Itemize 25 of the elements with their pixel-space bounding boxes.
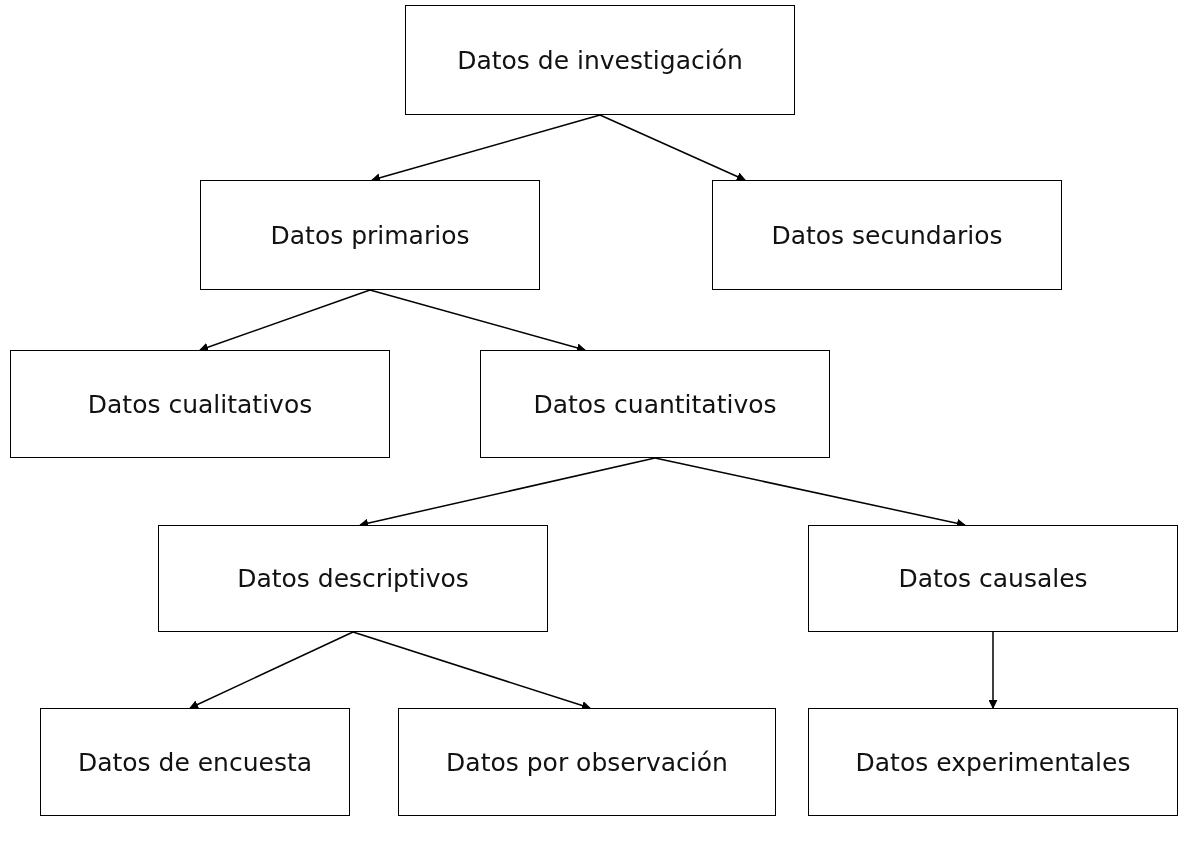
arrow <box>352 631 591 710</box>
arrow <box>189 631 354 709</box>
process-box <box>712 180 1062 290</box>
process-box <box>405 5 795 115</box>
node-label: Datos primarios <box>270 220 470 250</box>
node-label: Datos por observación <box>446 747 728 777</box>
process-box <box>158 525 548 632</box>
node-label: Datos secundarios <box>771 220 1003 250</box>
node-label: Datos experimentales <box>855 747 1131 777</box>
process-box <box>808 525 1178 632</box>
node-label: Datos cualitativos <box>87 389 313 419</box>
process-box <box>10 350 390 458</box>
node-label: Datos descriptivos <box>237 564 469 593</box>
process-box <box>40 708 350 816</box>
node-label: Datos de encuesta <box>77 747 313 777</box>
process-box <box>398 708 776 816</box>
node-label: Datos de investigación <box>457 45 743 75</box>
arrow <box>199 289 371 352</box>
arrow <box>988 631 998 709</box>
process-box <box>480 350 830 458</box>
process-box <box>808 708 1178 816</box>
arrow <box>599 114 746 181</box>
node-label: Datos cuantitativos <box>533 389 777 419</box>
process-box <box>200 180 540 290</box>
node-label: Datos causales <box>898 564 1088 593</box>
